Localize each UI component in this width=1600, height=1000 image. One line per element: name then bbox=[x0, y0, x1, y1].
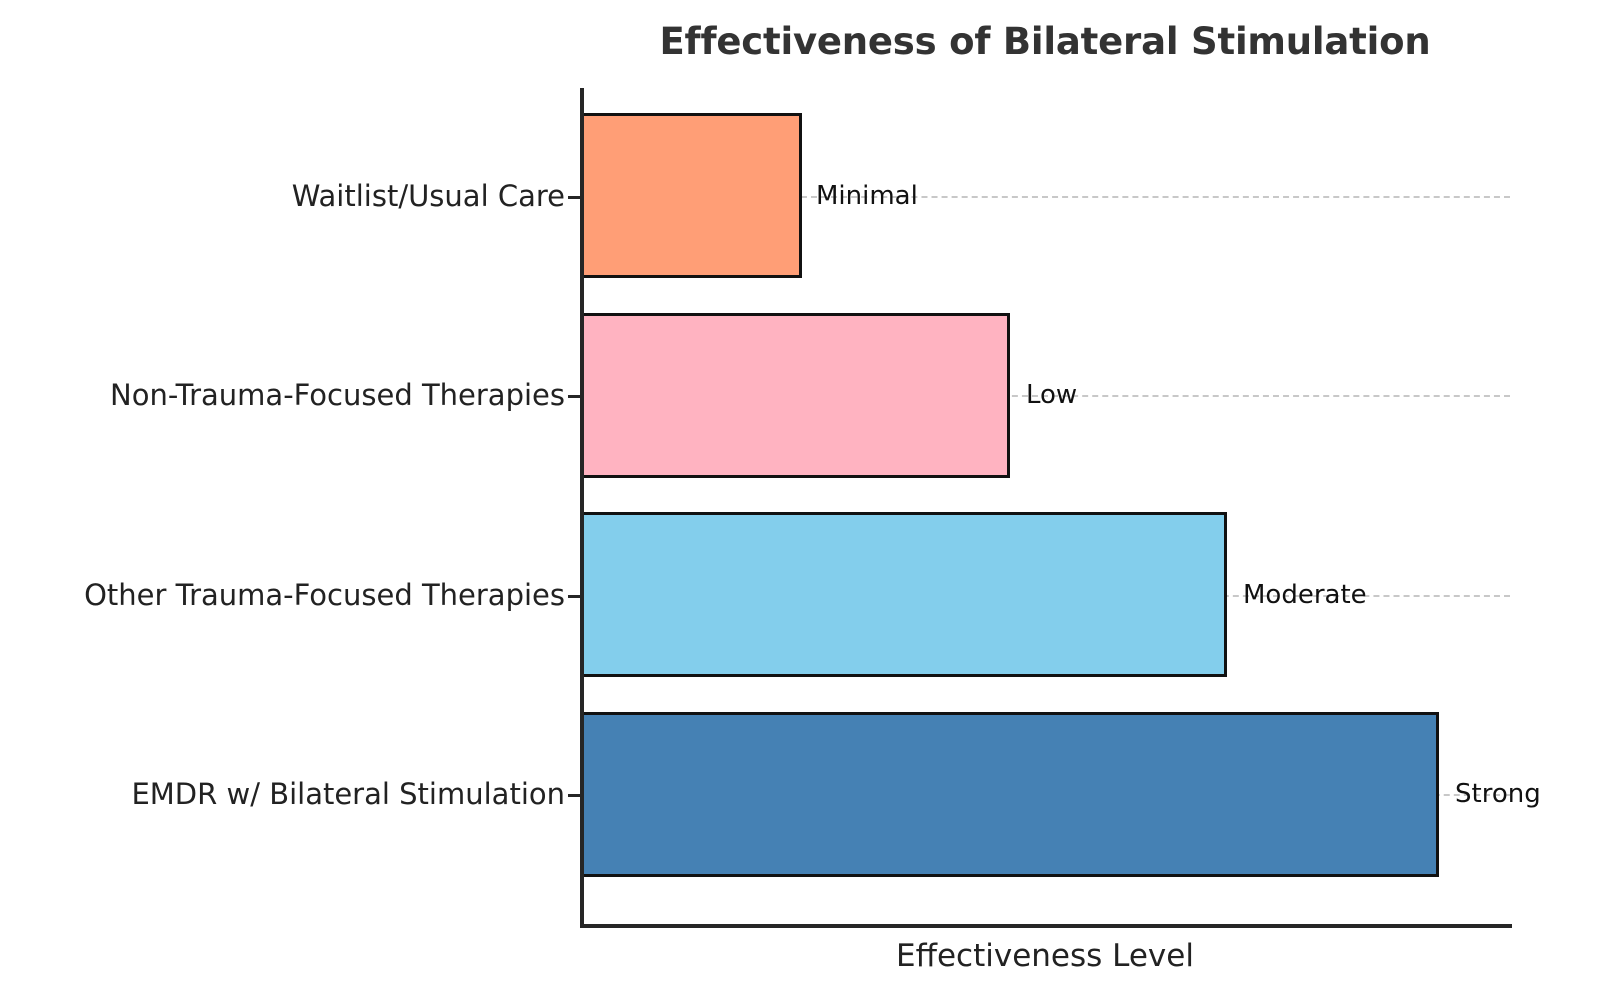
y-tick-label-3: EMDR w/ Bilateral Stimulation bbox=[131, 777, 565, 811]
x-axis-label: Effectiveness Level bbox=[896, 938, 1194, 974]
y-axis-spine bbox=[580, 88, 584, 928]
gridline-1 bbox=[580, 395, 1510, 397]
y-tick-label-2: Other Trauma-Focused Therapies bbox=[84, 578, 565, 612]
x-axis-spine bbox=[580, 924, 1512, 928]
y-tick-mark-2 bbox=[568, 595, 580, 598]
chart-title: Effectiveness of Bilateral Stimulation bbox=[659, 20, 1431, 63]
plot-area: Minimal Low Moderate Strong bbox=[568, 88, 1541, 926]
value-label-2: Moderate bbox=[1243, 580, 1367, 610]
value-label-3: Strong bbox=[1455, 779, 1541, 809]
gridline-0 bbox=[580, 196, 1510, 198]
bar-non-trauma-focused-therapies[interactable] bbox=[580, 313, 1010, 478]
y-tick-mark-1 bbox=[568, 395, 580, 398]
bar-emdr-bilateral-stimulation[interactable] bbox=[580, 712, 1439, 877]
y-tick-mark-3 bbox=[568, 794, 580, 797]
value-label-1: Low bbox=[1026, 380, 1078, 410]
bar-waitlist-usual-care[interactable] bbox=[580, 113, 802, 278]
bar-other-trauma-focused-therapies[interactable] bbox=[580, 512, 1227, 677]
y-tick-label-1: Non-Trauma-Focused Therapies bbox=[110, 378, 565, 412]
value-label-0: Minimal bbox=[816, 181, 918, 211]
y-tick-label-0: Waitlist/Usual Care bbox=[291, 179, 565, 213]
y-tick-mark-0 bbox=[568, 196, 580, 199]
